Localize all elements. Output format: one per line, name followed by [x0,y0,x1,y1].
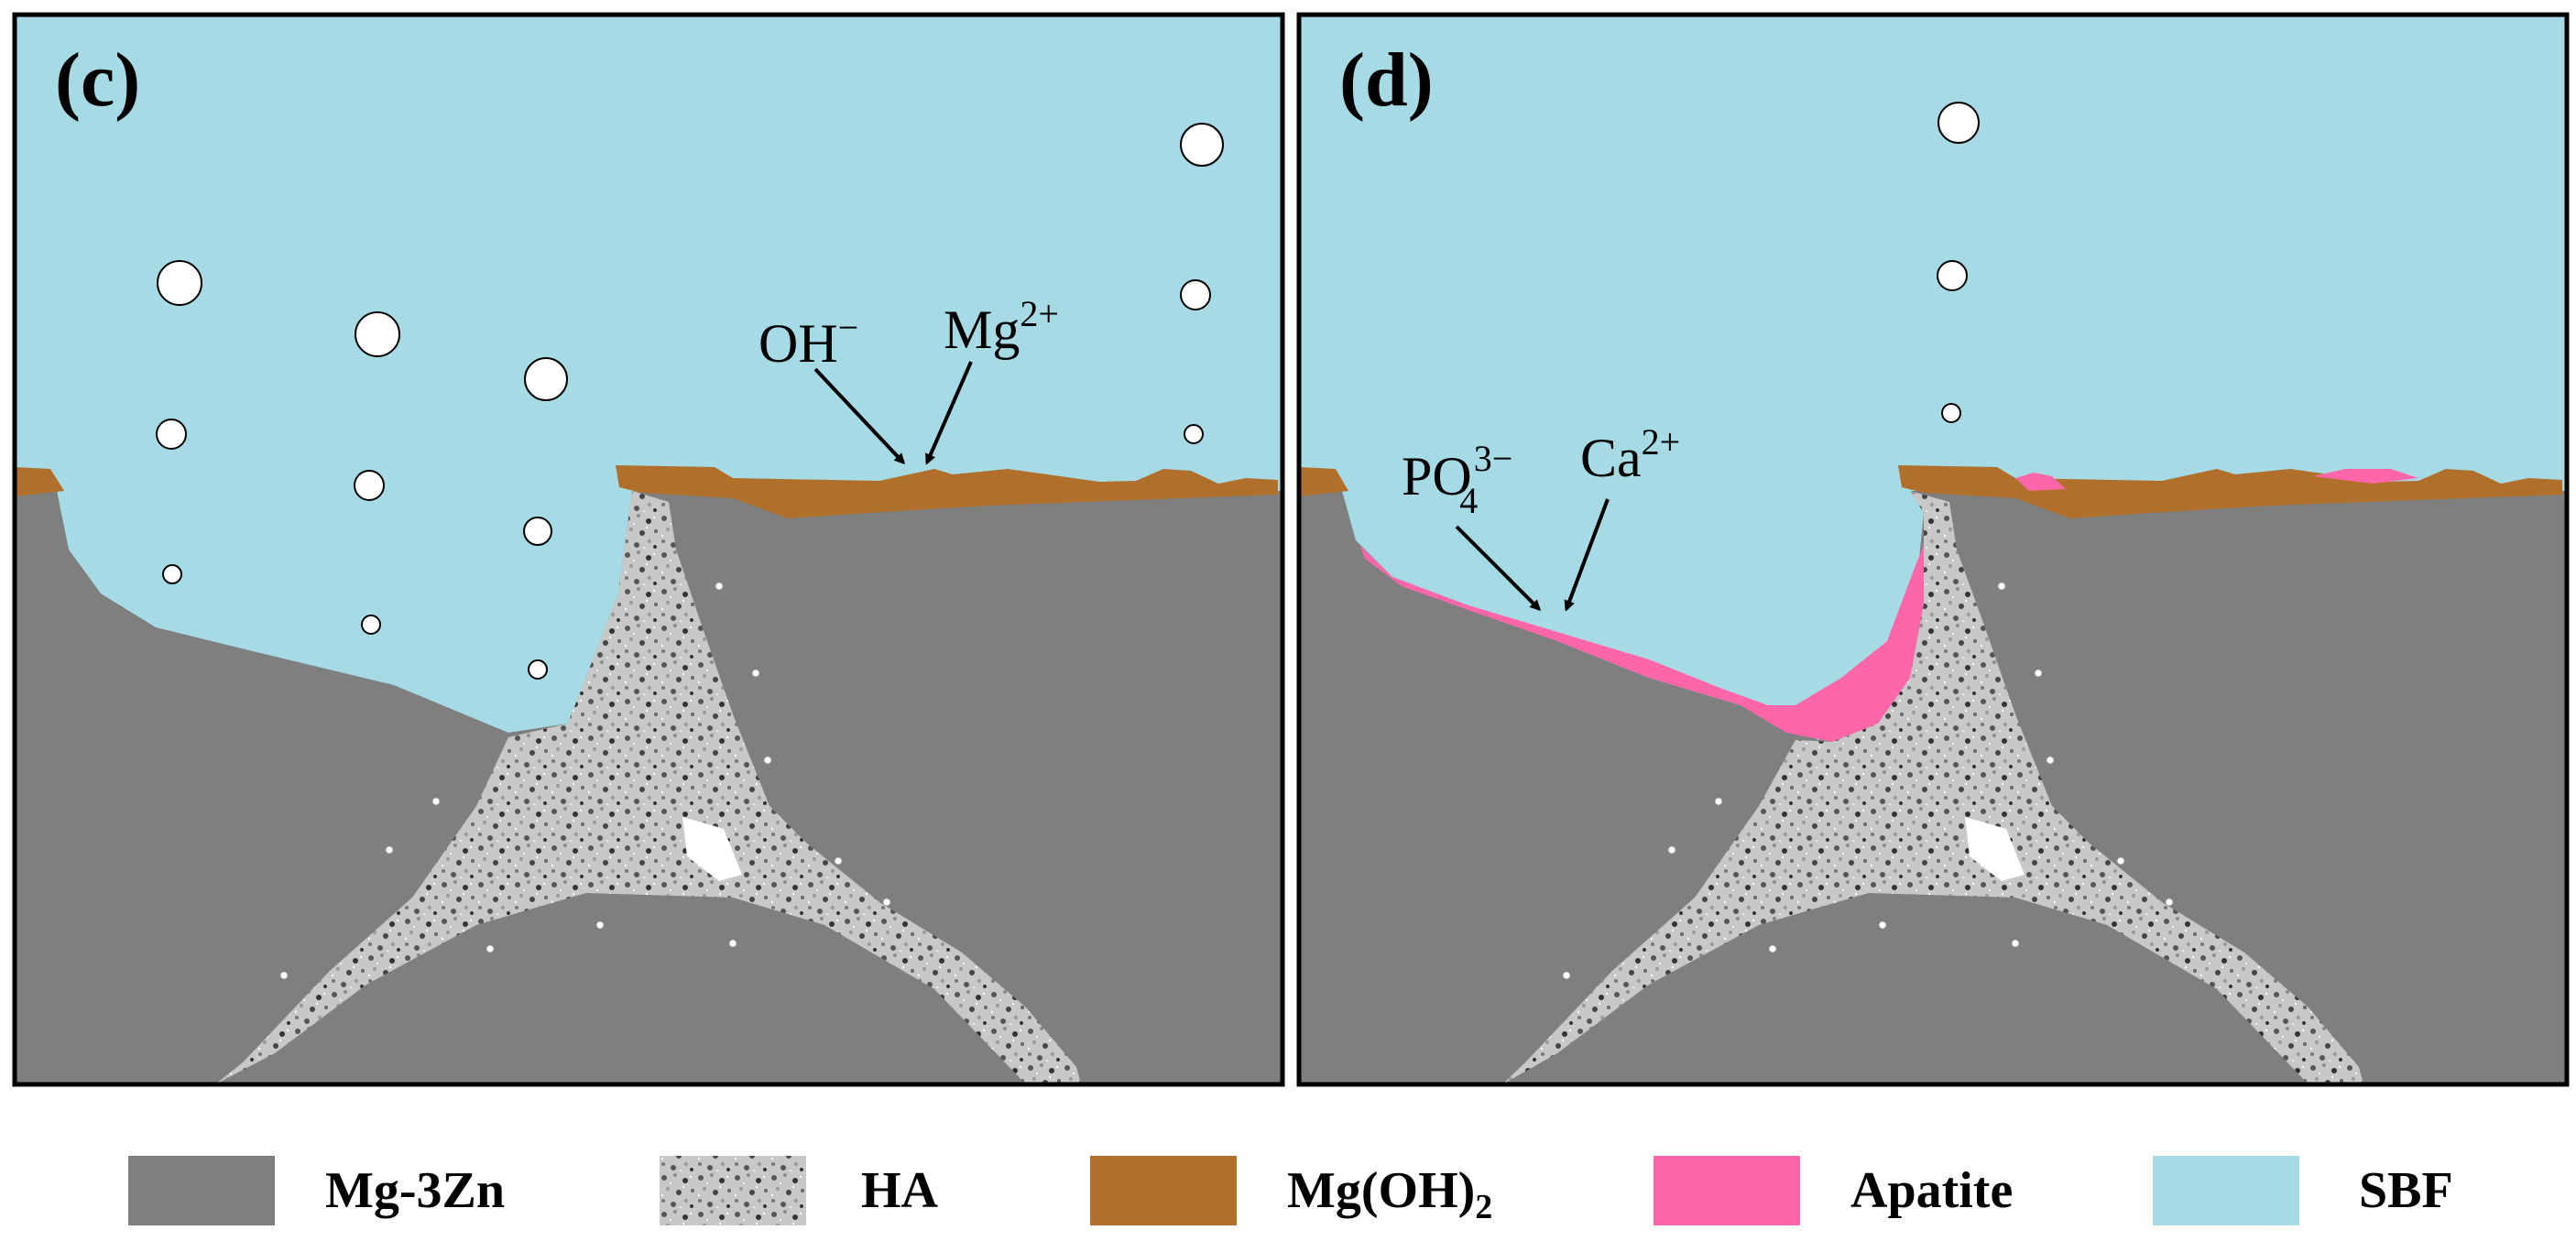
panel-d-label: (d) [1339,38,1434,123]
apatite-patch [2015,469,2418,491]
magnesium-ion-label: Mg2+ [944,293,1059,360]
ha-region [215,491,1081,1084]
hydroxide-arrow [813,367,906,465]
legend-swatch-sbf [2153,1156,2299,1225]
legend-swatch-mg-3zn [128,1156,275,1225]
hydroxide-ion-label: OH− [759,307,858,374]
gas-bubbles [156,123,1224,680]
legend-label-apatite: Apatite [1850,1162,2013,1219]
panel-d-frame [1296,12,2570,1087]
panel-c: OH− Mg2+ (c) [12,12,1285,1087]
phosphate-ion-label: PO3−4 [1402,438,1512,521]
ha-region [1502,491,2363,1084]
panel-c-frame [12,12,1285,1087]
calcium-arrow [1564,498,1610,612]
legend-label-mg-3zn: Mg-3Zn [325,1162,505,1219]
gas-bubbles [1937,102,1980,423]
legend-swatch-ha [660,1156,806,1225]
mg-oh2-layer [1299,465,2562,518]
phosphate-arrow [1455,525,1542,612]
calcium-ion-label: Ca2+ [1580,421,1680,488]
legend-label-mg-oh2: Mg(OH)2 [1287,1162,1492,1226]
legend-swatch-mg-oh2 [1090,1156,1237,1225]
legend-swatch-apatite [1654,1156,1800,1225]
legend: Mg-3Zn HA Mg(OH)2 Apatite SBF [128,1156,2453,1226]
apatite-coating [1360,545,1924,742]
panel-c-label: (c) [55,38,140,123]
legend-label-sbf: SBF [2359,1162,2453,1219]
ha-particles [279,582,891,980]
panel-d: PO3−4 Ca2+ (d) [1296,12,2570,1087]
ha-void [1965,817,2025,881]
magnesium-arrow [925,361,973,465]
ha-particles [1562,582,2174,980]
legend-label-ha: HA [861,1162,939,1219]
mg-oh2-layer [15,465,1278,518]
ha-void [682,817,742,881]
